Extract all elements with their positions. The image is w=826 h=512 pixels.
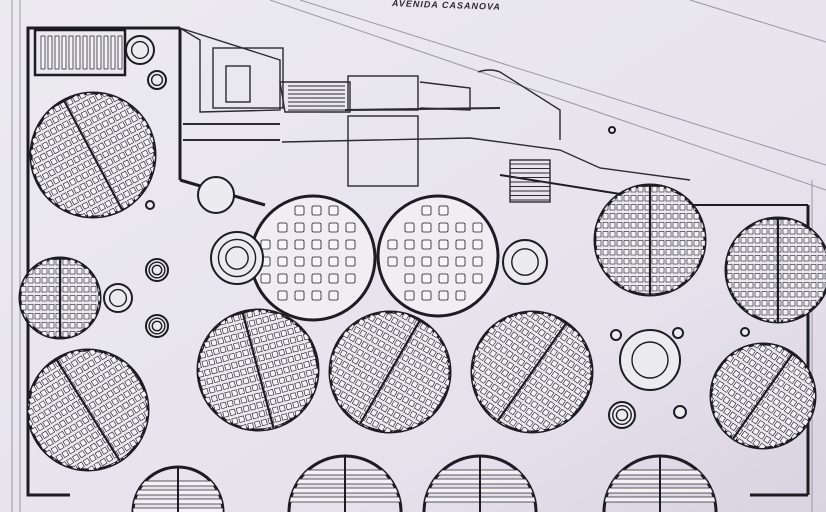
auditorium-large-left [29, 91, 157, 219]
round-fixture [147, 70, 167, 90]
room-left-mid [18, 256, 102, 340]
auditorium-lower-right [709, 342, 817, 450]
lift-core-large [210, 231, 264, 285]
lift-core-right [502, 239, 548, 285]
column [672, 327, 684, 339]
rooms-layer [18, 28, 826, 512]
hall-table-seating-2-wall [376, 194, 500, 318]
auditorium-large-left-seating [31, 93, 155, 217]
spiral-stair-right [619, 329, 681, 391]
columns-layer [103, 35, 750, 429]
round-fixture [145, 258, 169, 282]
bottom-room-4 [602, 454, 718, 512]
room-top-left-rect [33, 28, 127, 77]
service-block [179, 27, 691, 203]
auditorium-lower-left [26, 348, 150, 472]
room-far-right [724, 216, 826, 324]
round-fixture [608, 401, 636, 429]
auditorium-center-2 [328, 310, 452, 434]
bottom-room-2 [287, 454, 403, 512]
column [145, 200, 155, 210]
site-lines [11, 0, 826, 512]
spiral-stair-top [125, 35, 155, 65]
room-top-left-rect-wall [33, 28, 127, 77]
column [673, 405, 687, 419]
bottom-room-1 [131, 465, 225, 512]
room-upper-right [593, 183, 707, 297]
room-upper-right-seating [595, 185, 705, 295]
room-top-left-rect-seating [40, 35, 123, 70]
column [740, 327, 750, 337]
hall-table-seating-1-seating [260, 205, 356, 301]
column [608, 126, 616, 134]
hall-table-seating-2 [376, 194, 500, 318]
hall-table-seating-1 [249, 194, 377, 322]
stair-treads [288, 85, 550, 201]
hall-table-seating-2-seating [387, 205, 483, 301]
spiral-stair-left [103, 283, 133, 313]
bottom-room-3 [422, 454, 538, 512]
round-fixture [145, 314, 169, 338]
auditorium-lower-right-seating [711, 344, 815, 448]
auditorium-lower-left-seating [28, 350, 148, 470]
column [610, 329, 622, 341]
lift-core [197, 176, 235, 214]
